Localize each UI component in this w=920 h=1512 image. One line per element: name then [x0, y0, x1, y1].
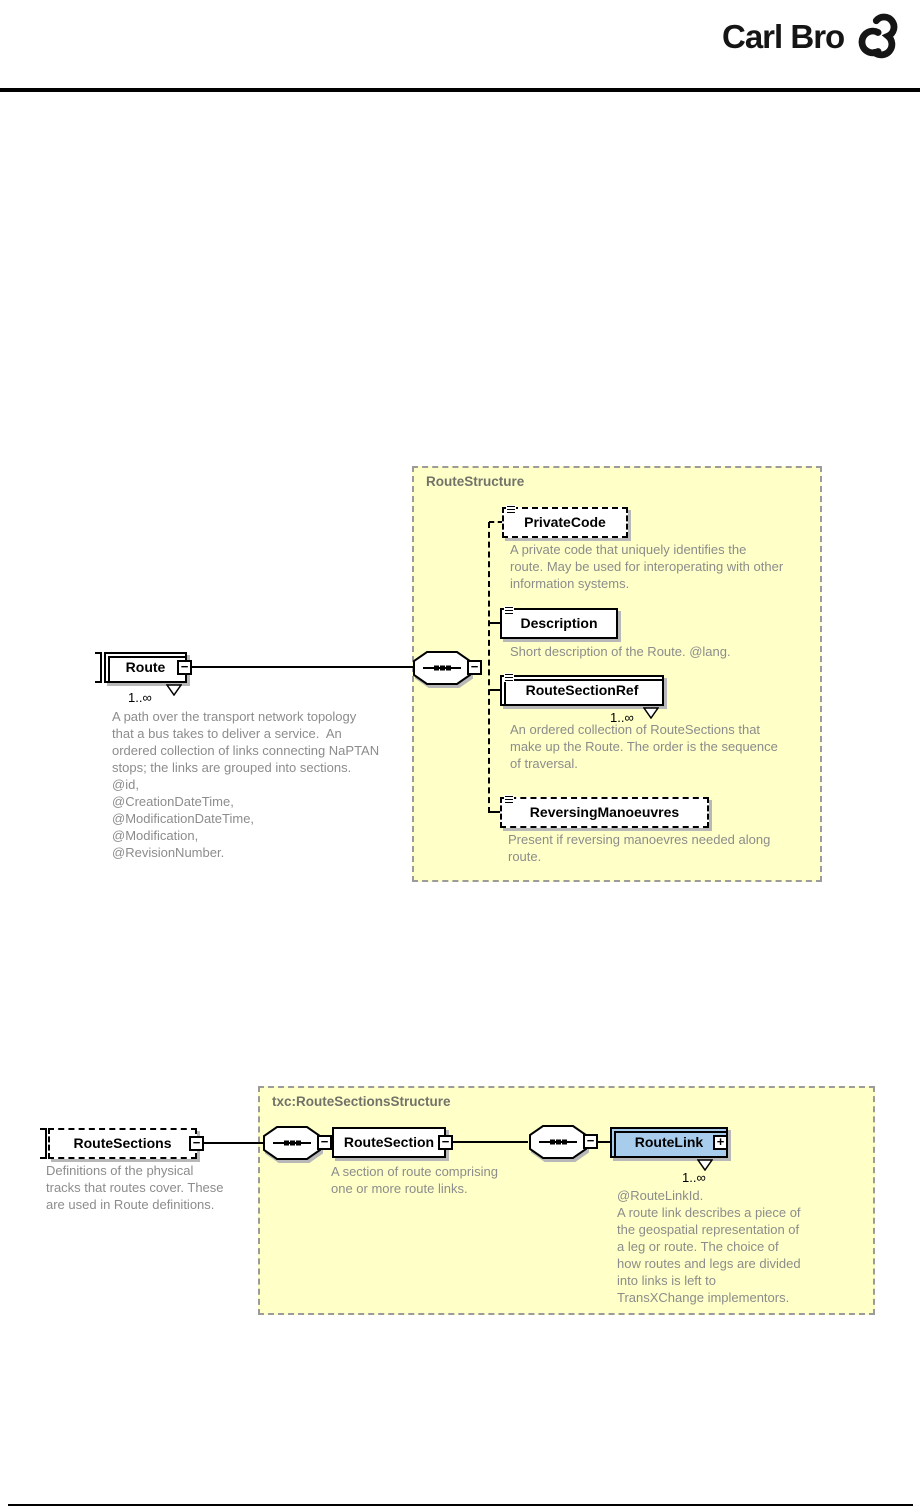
route-repeat-marker-icon	[166, 684, 182, 696]
routelink-repeat-marker-icon	[697, 1159, 713, 1171]
element-reversingmanoeuvres-label: ReversingManoeuvres	[529, 804, 680, 820]
element-routesectionref-label: RouteSectionRef	[525, 682, 639, 698]
element-description-label: Description	[520, 615, 598, 631]
sequence-icon[interactable]	[262, 1125, 322, 1161]
sequence-icon[interactable]	[412, 650, 472, 686]
text-content-icon	[504, 795, 514, 804]
reversingmanoeuvres-annotation: Present if reversing manoevres needed al…	[508, 832, 771, 864]
sequence-collapse-toggle[interactable]: −	[467, 660, 482, 675]
children-trunk-line	[488, 522, 490, 813]
element-privatecode-label: PrivateCode	[524, 514, 606, 530]
routelink-occurs: 1..∞	[682, 1170, 706, 1185]
routesectionsstructure-container: txc:RouteSectionsStructure	[258, 1086, 875, 1315]
element-routelink[interactable]: RouteLink	[610, 1127, 728, 1158]
routesectionref-annotation: An ordered collection of RouteSections t…	[510, 722, 778, 771]
logo-text: Carl Bro	[722, 18, 845, 55]
stub-description	[490, 622, 501, 624]
routelink-annotation: @RouteLinkId. A route link describes a p…	[617, 1188, 801, 1305]
sequence-collapse-toggle[interactable]: −	[583, 1134, 598, 1149]
header-rule	[0, 88, 920, 92]
element-reversingmanoeuvres[interactable]: ReversingManoeuvres	[500, 795, 709, 828]
sequence-collapse-toggle[interactable]: −	[317, 1135, 332, 1150]
routesection-annotation: A section of route comprising one or mor…	[331, 1164, 498, 1196]
element-privatecode[interactable]: PrivateCode	[502, 505, 628, 538]
route-to-sequence-line	[190, 666, 415, 668]
routesectionref-occurs: 1..∞	[610, 710, 634, 725]
routesectionref-repeat-marker-icon	[643, 707, 659, 719]
routelink-expand-toggle[interactable]: +	[713, 1135, 728, 1150]
routesectionsstructure-container-title: txc:RouteSectionsStructure	[272, 1094, 451, 1109]
stub-privatecode	[489, 521, 503, 523]
routestructure-container-title: RouteStructure	[426, 474, 525, 489]
stub-routesectionref	[490, 689, 501, 691]
element-routesections-label: RouteSections	[73, 1135, 172, 1151]
description-annotation: Short description of the Route. @lang.	[510, 644, 731, 659]
text-content-icon	[506, 505, 516, 514]
sequence-to-routelink-line	[598, 1141, 610, 1143]
element-routesectionref[interactable]: RouteSectionRef	[500, 673, 664, 706]
route-collapse-toggle[interactable]: −	[177, 660, 192, 675]
route-occurs: 1..∞	[128, 690, 152, 705]
element-routesections[interactable]: RouteSections	[48, 1128, 197, 1159]
text-content-icon	[504, 673, 514, 682]
footer-rule	[8, 1504, 913, 1506]
stub-reversingmanoeuvres	[489, 811, 501, 813]
element-description[interactable]: Description	[500, 606, 618, 639]
routesection-collapse-toggle[interactable]: −	[438, 1135, 453, 1150]
privatecode-annotation: A private code that uniquely identifies …	[510, 542, 784, 591]
text-content-icon	[504, 606, 514, 615]
parent-connector-bracket	[40, 1128, 47, 1159]
element-route-label: Route	[125, 659, 166, 675]
routesection-to-sequence-line	[453, 1141, 528, 1143]
routesections-annotation: Definitions of the physical tracks that …	[46, 1163, 224, 1212]
element-route[interactable]: Route	[104, 652, 187, 683]
element-routesection[interactable]: RouteSection	[332, 1127, 446, 1158]
routesections-collapse-toggle[interactable]: −	[189, 1136, 204, 1151]
parent-connector-bracket	[95, 652, 102, 683]
carl-bro-logo: Carl Bro	[722, 10, 908, 64]
element-routesection-label: RouteSection	[343, 1134, 435, 1150]
sequence-icon[interactable]	[528, 1124, 588, 1160]
element-routelink-label: RouteLink	[634, 1134, 704, 1150]
routesections-to-sequence-line	[204, 1142, 264, 1144]
route-annotation: A path over the transport network topolo…	[112, 709, 380, 860]
carl-bro-knot-icon	[858, 13, 898, 59]
